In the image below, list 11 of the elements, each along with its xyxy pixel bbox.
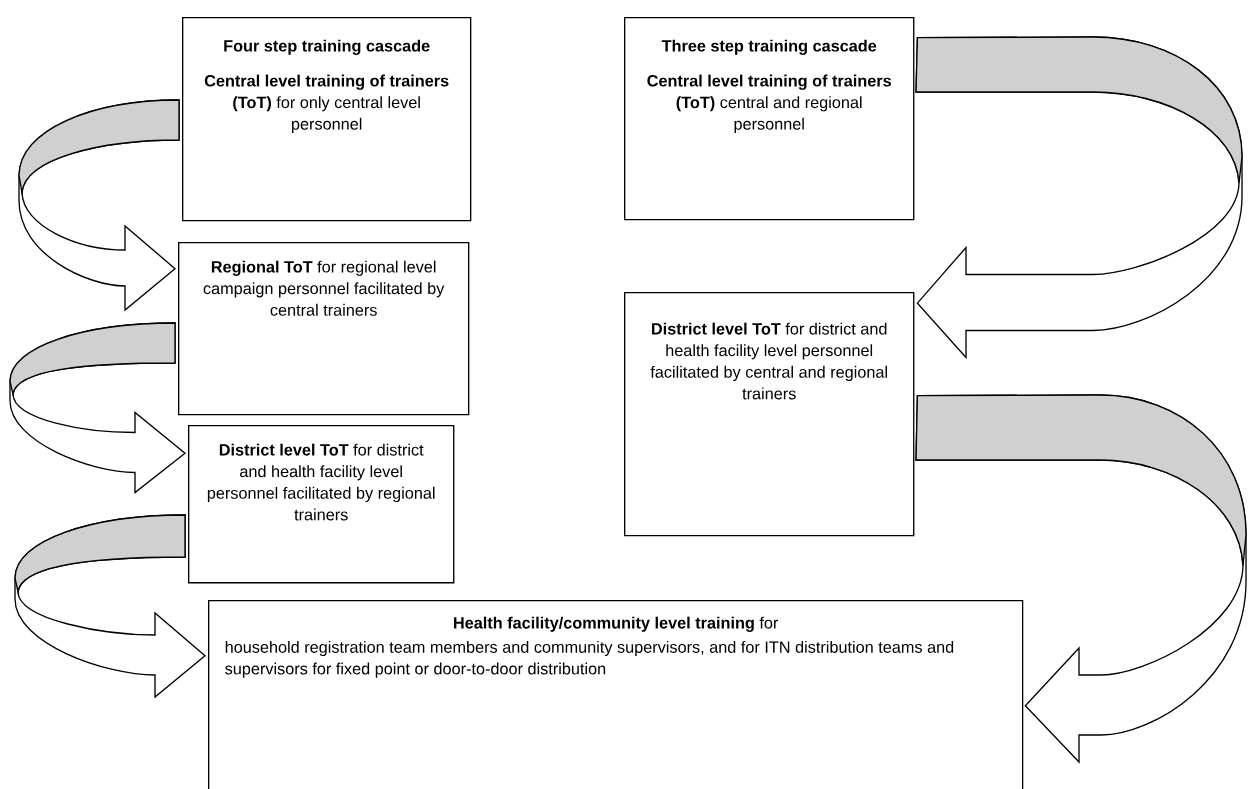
- text-box: Regional ToT for regional level campaign personnel facilitated by central trainers: [178, 242, 470, 416]
- curved-arrow: [18, 99, 180, 311]
- curved-arrow: [915, 394, 1247, 763]
- text-box: Four step training cascade Central level training of trainers (ToT) for only central level personnel: [182, 17, 472, 222]
- text-box: Three step training cascade Central level training of trainers (ToT) central and regional personnel: [624, 17, 915, 221]
- curved-arrow: [915, 36, 1243, 359]
- curved-arrow: [14, 514, 206, 698]
- text-box: District level ToT for district and health facility level personnel facilitated by regional trainers: [188, 425, 455, 584]
- curved-arrow: [9, 322, 186, 494]
- text-box: Health facility/community level training for household registration team members and community supervisors, and for ITN distribution teams and supervisors for fixed point or door-to-door distribution: [208, 600, 1024, 789]
- text-box: District level ToT for district and health facility level personnel facilitated by central and regional trainers: [624, 292, 915, 537]
